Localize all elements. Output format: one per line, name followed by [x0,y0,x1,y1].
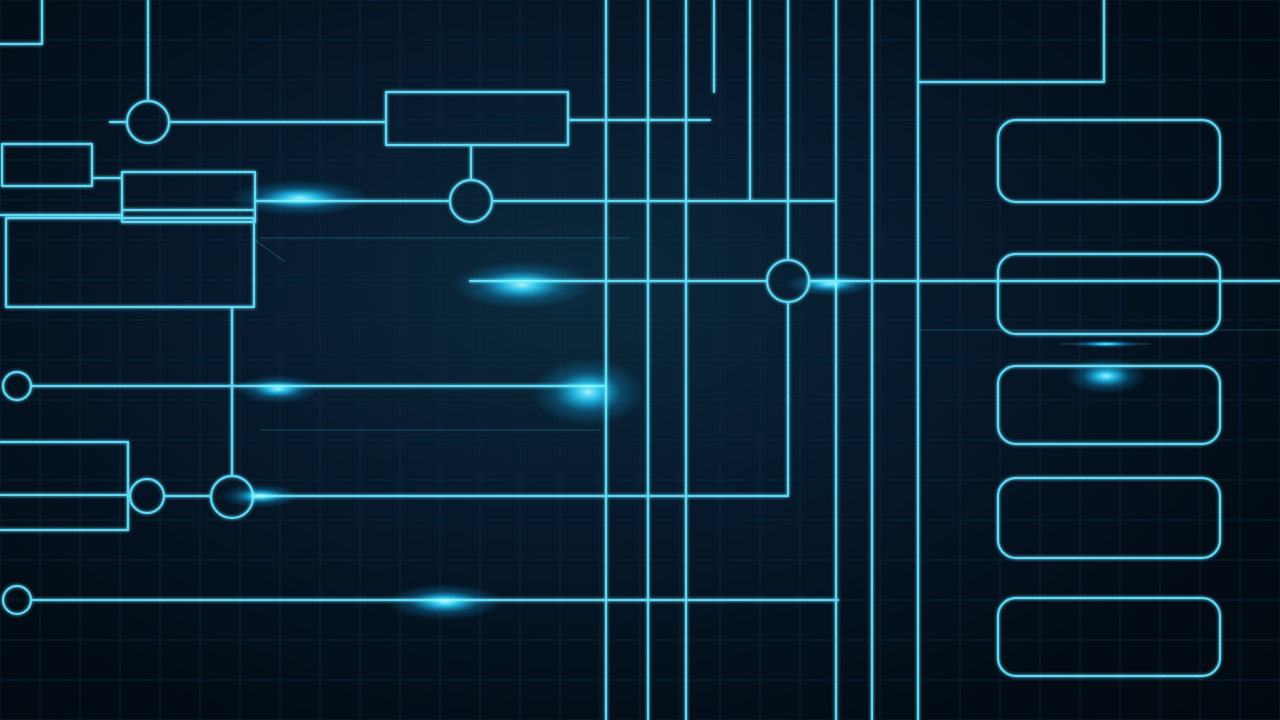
node-circle-lower-left [128,477,166,515]
component-rect-left-large [4,216,256,309]
glow-spot-7 [1066,358,1146,394]
trace-top-right-bracket [916,0,1106,84]
panel-box-2 [996,252,1222,336]
glow-spot-5 [220,484,300,508]
node-circle-2 [448,178,494,224]
component-rect-top [384,90,570,147]
glow-spot-2 [452,261,592,309]
glow-spot-8 [1070,340,1142,348]
glow-spots [220,180,1146,620]
right-panel [996,118,1222,678]
glow-spot-3 [532,358,644,426]
glow-spot-6 [387,584,503,620]
faint-diagonal [254,239,286,263]
trace-top-left-corner [0,0,44,46]
panel-box-1 [996,118,1222,204]
panel-box-4 [996,476,1222,560]
node-circle-left-386 [1,370,33,402]
component-rect-lower-left [0,440,130,532]
glow-spot-4 [236,375,320,403]
node-circle-1 [125,99,171,145]
panel-box-5 [996,596,1222,678]
component-rect-left-small [0,142,94,188]
glow-spot-1 [230,180,370,216]
glow-spot-9 [786,272,874,296]
